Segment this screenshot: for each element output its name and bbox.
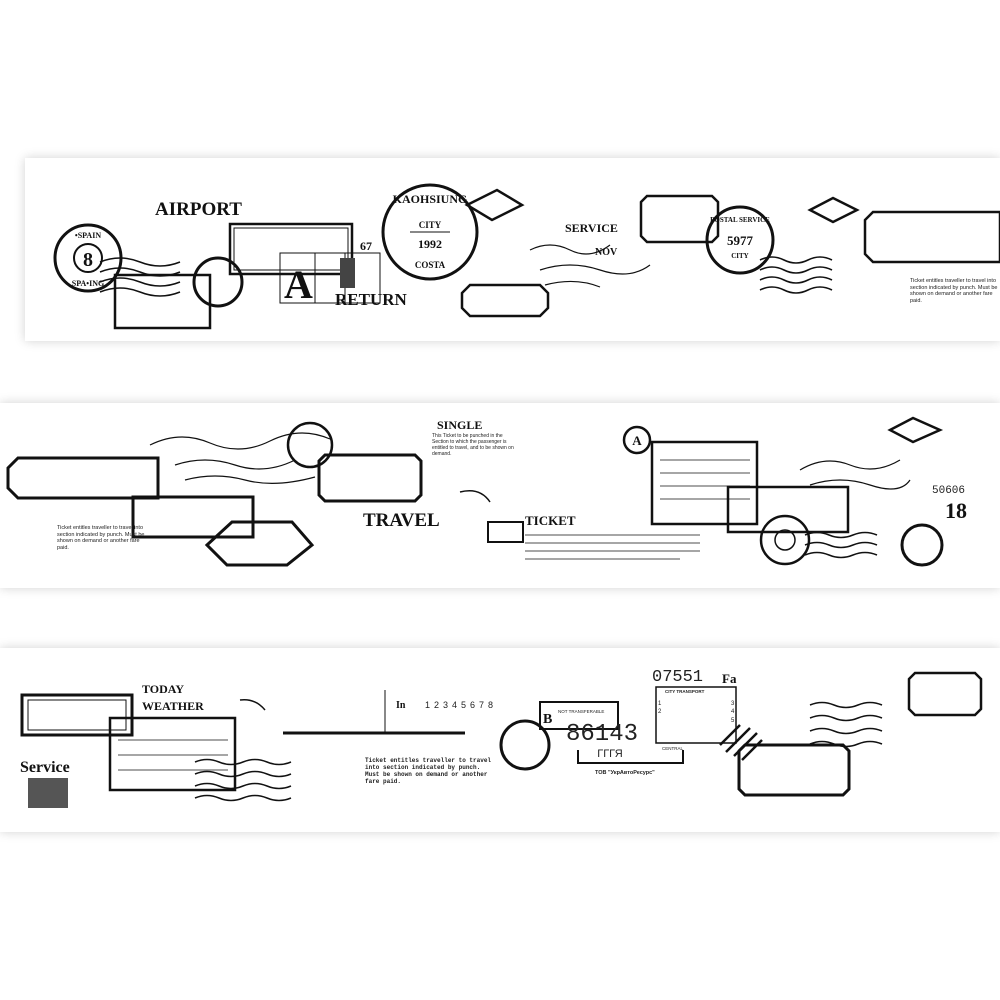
punch-number: 6 xyxy=(470,700,475,710)
postal-service-postmark: POSTAL SERVICE 5977 CITY xyxy=(705,205,775,275)
circle-mark xyxy=(192,256,244,308)
octagon-label xyxy=(639,194,720,244)
return-text: RETURN xyxy=(335,290,408,309)
in-label: In xyxy=(396,700,406,711)
single-text: SINGLE xyxy=(437,418,482,432)
postmark-number: 8 xyxy=(83,249,93,271)
cancellation-waves xyxy=(194,758,292,802)
letter-a: A xyxy=(284,262,313,307)
octagon-label xyxy=(317,453,423,503)
diamond-mark xyxy=(464,188,525,222)
punch-number: 1 xyxy=(425,700,430,710)
single-fine-print: This Ticket to be punched in the Section… xyxy=(432,433,514,457)
label-frame xyxy=(20,693,134,737)
not-transferable: NOT TRANSFERABLE xyxy=(558,709,604,714)
cancellation-waves xyxy=(759,256,833,294)
side-number: 5 xyxy=(731,718,735,724)
octagon-label xyxy=(460,283,550,318)
service-text: Service xyxy=(20,759,70,776)
punch-number: 2 xyxy=(434,700,439,710)
octagon-label xyxy=(863,210,1000,264)
number-50606: 50606 xyxy=(932,485,965,497)
postmark-city: CITY xyxy=(731,252,749,260)
fa-text: Fa xyxy=(722,671,737,686)
number-07551: 07551 xyxy=(652,668,703,687)
service-text: SERVICE xyxy=(565,221,618,235)
punch-number: 3 xyxy=(443,700,448,710)
punch-number: 8 xyxy=(488,700,493,710)
label-frame xyxy=(131,495,255,539)
ticket-text: TICKET xyxy=(525,513,576,528)
spain-postmark: 8 •SPAIN SPA•ING xyxy=(53,223,123,293)
octagon-label xyxy=(737,743,851,797)
transport-ticket xyxy=(655,686,737,744)
postmark-number: 5977 xyxy=(727,233,754,248)
circle-mark xyxy=(900,523,944,567)
city-transport: CITY TRANSPORT xyxy=(665,689,705,694)
cyrillic-code: ГГГЯ xyxy=(597,748,623,760)
punch-number: 7 xyxy=(479,700,484,710)
ticket-grid xyxy=(279,252,381,304)
today-text: TODAY xyxy=(142,682,184,696)
central-text: CENTRAL xyxy=(662,746,684,751)
postmark-bottom-text: SPA•ING xyxy=(72,279,104,288)
octagon-label xyxy=(6,456,160,500)
postmark-ring-text: KAOHSIUNG xyxy=(393,192,468,206)
ink-block xyxy=(340,258,355,288)
cancellation-waves xyxy=(99,257,181,297)
side-number: 4 xyxy=(731,709,735,715)
handwriting xyxy=(799,459,911,490)
diamond-mark xyxy=(807,196,860,224)
airport-text: AIRPORT xyxy=(155,199,242,220)
octagon-label xyxy=(907,671,983,717)
postmark-8 xyxy=(759,514,811,566)
side-number: 1 xyxy=(658,701,662,707)
side-number: 3 xyxy=(731,701,735,707)
postmark-top-text: •SPAIN xyxy=(75,231,101,240)
letter-b: B xyxy=(543,712,552,727)
diamond-mark xyxy=(887,416,944,444)
handwriting xyxy=(149,432,331,484)
number-67: 67 xyxy=(360,239,372,253)
transfer-box xyxy=(539,701,619,730)
punch-number: 4 xyxy=(452,700,457,710)
punch-number: 5 xyxy=(461,700,466,710)
arrow-curve xyxy=(459,490,491,503)
postmark-year: 1992 xyxy=(418,237,442,251)
small-frame xyxy=(487,521,524,543)
nov-text: NOV xyxy=(595,247,618,258)
company-name: ТОВ "УкрАвтоРесурс" xyxy=(595,770,655,776)
cancellation-waves xyxy=(809,701,883,748)
ticket-fine-print: Ticket entitles traveller to travel into… xyxy=(365,757,492,785)
handwriting xyxy=(529,244,651,288)
number-18: 18 xyxy=(945,498,967,523)
travel-text: TRAVEL xyxy=(363,510,440,531)
circle-a-letter: A xyxy=(632,433,642,448)
circle-a-badge xyxy=(622,425,652,455)
side-number: 2 xyxy=(658,709,662,715)
ticket-fine-print: Ticket entitles traveller to travel into… xyxy=(57,525,145,551)
punch-numbers: 1 2 3 4 5 6 7 8 xyxy=(425,700,493,710)
lined-card xyxy=(650,440,759,526)
double-frame xyxy=(228,222,354,276)
arrow-curve xyxy=(239,698,266,711)
cancellation-waves xyxy=(804,531,878,559)
ticket-fine-print: Ticket entitles traveller to travel into… xyxy=(910,278,998,304)
side-numbers: 1 2 3 4 5 xyxy=(658,701,735,724)
city-postmark: KAOHSIUNG CITY 1992 COSTA xyxy=(381,183,479,281)
weather-text: WEATHER xyxy=(142,699,204,713)
circle-mark xyxy=(286,421,334,469)
postmark xyxy=(499,719,551,771)
ink-grid xyxy=(28,778,68,808)
label-frame xyxy=(113,273,212,330)
label-frame xyxy=(726,485,850,534)
ticket-lines xyxy=(525,534,700,560)
serial-number: 86143 xyxy=(566,721,638,748)
postmark-city: CITY xyxy=(419,220,442,230)
postmark-bottom: COSTA xyxy=(415,260,446,270)
postmark-ring-text: POSTAL SERVICE xyxy=(710,216,770,224)
diamond-label xyxy=(204,520,315,567)
tape-strip-1 xyxy=(25,158,1000,341)
lined-card xyxy=(108,716,237,792)
